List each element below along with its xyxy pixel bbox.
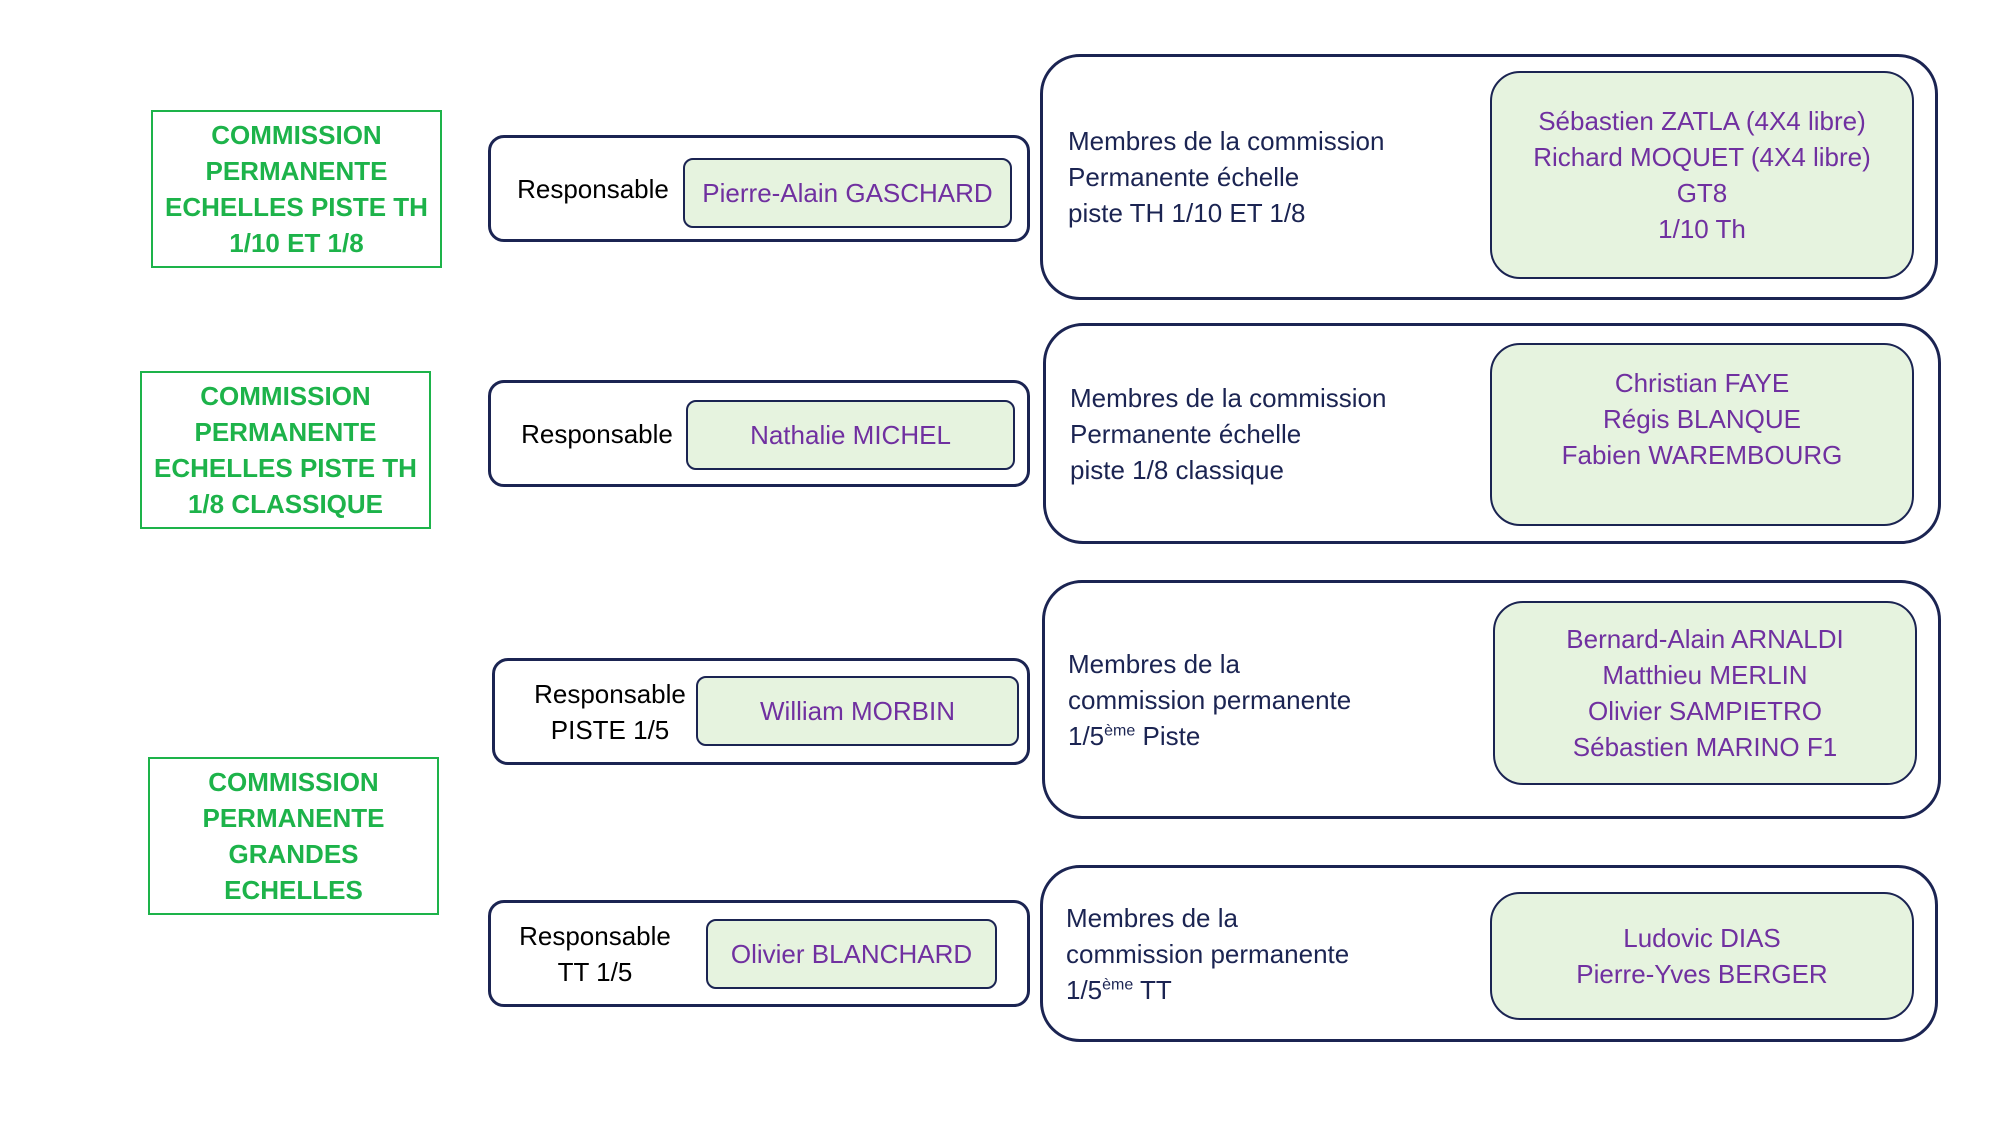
members-label-line: 1/5ème TT [1066,972,1426,1008]
commission-box-grandes-echelles: COMMISSION PERMANENTE GRANDES ECHELLES [148,757,439,915]
member-name: Pierre-Yves BERGER [1576,959,1828,989]
member-name: Fabien WAREMBOURG [1561,440,1843,470]
member-name: Richard MOQUET (4X4 libre) [1533,142,1871,172]
members-names-box: Christian FAYE Régis BLANQUE Fabien WARE… [1490,343,1914,526]
commission-title-line: ECHELLES PISTE TH [154,453,417,483]
members-names-box: Sébastien ZATLA (4X4 libre) Richard MOQU… [1490,71,1914,279]
commission-title-line: PERMANENTE [194,417,377,447]
responsable-name-box: Pierre-Alain GASCHARD [683,158,1012,228]
members-label-line: commission permanente [1066,938,1350,969]
responsable-label-line: TT 1/5 [557,956,633,987]
members-label-fraction: 1/5 [1068,720,1105,751]
members-label-line: Membres de la [1066,902,1238,933]
members-label: Membres de la commission permanente 1/5è… [1068,580,1428,819]
members-label: Membres de la commission permanente 1/5è… [1066,865,1426,1042]
responsable-label-line: Responsable [519,920,671,951]
commission-title-line: COMMISSION [208,767,379,797]
commission-box-th-1-8-classique: COMMISSION PERMANENTE ECHELLES PISTE TH … [140,371,431,529]
commission-title-line: GRANDES [228,839,359,869]
responsable-label-line: PISTE 1/5 [550,714,670,745]
member-name: Matthieu MERLIN [1602,660,1808,690]
members-names-box: Ludovic DIAS Pierre-Yves BERGER [1490,892,1914,1020]
responsable-label-line: Responsable [521,418,673,449]
responsable-label-line: Responsable [517,173,669,204]
member-name: Christian FAYE [1614,368,1790,398]
responsable-label: Responsable [514,380,680,487]
members-label-line: piste TH 1/10 ET 1/8 [1068,198,1306,228]
members-label-line: commission permanente [1068,684,1352,715]
members-label-suffix: Piste [1135,720,1201,751]
members-label-line: piste 1/8 classique [1070,454,1284,485]
member-name: Bernard-Alain ARNALDI [1566,624,1844,654]
members-label-suffix: TT [1133,974,1172,1005]
responsable-name: Pierre-Alain GASCHARD [702,177,993,208]
responsable-name: William MORBIN [760,695,955,726]
members-label-fraction: 1/5 [1066,974,1103,1005]
members-label-superscript: ème [1104,721,1136,739]
member-name: Régis BLANQUE [1603,404,1801,434]
responsable-label-line: Responsable [534,678,686,709]
members-label-line: Membres de la commission [1068,126,1385,156]
members-label-superscript: ème [1102,975,1134,993]
responsable-name-box: Olivier BLANCHARD [706,919,997,989]
members-label-line: 1/5ème Piste [1068,718,1428,754]
members-names-box: Bernard-Alain ARNALDI Matthieu MERLIN Ol… [1493,601,1917,785]
commission-title-line: COMMISSION [211,120,382,150]
members-label-line: Permanente échelle [1068,162,1300,192]
commission-title-line: PERMANENTE [202,803,385,833]
responsable-label: Responsable TT 1/5 [510,900,680,1007]
member-name: Sébastien MARINO F1 [1572,732,1838,762]
responsable-name-box: William MORBIN [696,676,1019,746]
member-name: Sébastien ZATLA (4X4 libre) [1538,106,1866,136]
member-name: 1/10 Th [1658,214,1746,244]
commission-title-line: ECHELLES PISTE TH [165,192,428,222]
responsable-name: Olivier BLANCHARD [730,938,973,969]
members-label-line: Membres de la commission [1070,382,1387,413]
members-label-line: Permanente échelle [1070,418,1302,449]
commission-title-line: ECHELLES [224,875,363,905]
members-label: Membres de la commission Permanente éche… [1068,54,1428,300]
responsable-name: Nathalie MICHEL [750,419,951,450]
commission-title-line: 1/10 ET 1/8 [229,228,364,258]
responsable-label: Responsable [510,135,676,242]
members-label: Membres de la commission Permanente éche… [1070,323,1430,544]
responsable-name-box: Nathalie MICHEL [686,400,1015,470]
responsable-label: Responsable PISTE 1/5 [530,658,690,765]
members-label-line: Membres de la [1068,648,1240,679]
member-name: Ludovic DIAS [1623,923,1781,953]
commission-box-th-1-10-1-8: COMMISSION PERMANENTE ECHELLES PISTE TH … [151,110,442,268]
commission-title-line: PERMANENTE [205,156,388,186]
commission-title-line: 1/8 CLASSIQUE [187,489,384,519]
commission-title-line: COMMISSION [200,381,371,411]
member-name: GT8 [1676,178,1728,208]
member-name: Olivier SAMPIETRO [1587,696,1823,726]
